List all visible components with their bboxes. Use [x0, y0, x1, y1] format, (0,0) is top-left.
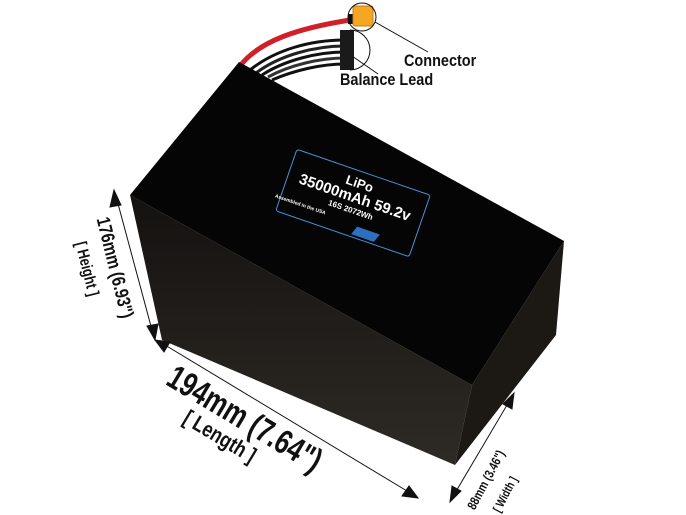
height-arrow	[109, 188, 159, 342]
xt-connector	[348, 5, 374, 27]
balance-callout-line	[351, 55, 379, 75]
balance-callout-arc	[349, 29, 371, 71]
balance-lead-plug	[340, 30, 354, 70]
length-arrow	[153, 339, 420, 499]
connector-callout: Connector	[404, 51, 477, 70]
battery-side-face	[455, 241, 564, 465]
connector-callout-circle	[347, 2, 377, 32]
wire-bundle	[238, 17, 351, 82]
balance-lead-callout: Balance Lead	[340, 70, 434, 89]
battery-front-face	[130, 195, 472, 465]
connector-callout-line	[374, 21, 429, 53]
width-arrow	[449, 391, 515, 504]
battery-top-face	[130, 62, 564, 385]
